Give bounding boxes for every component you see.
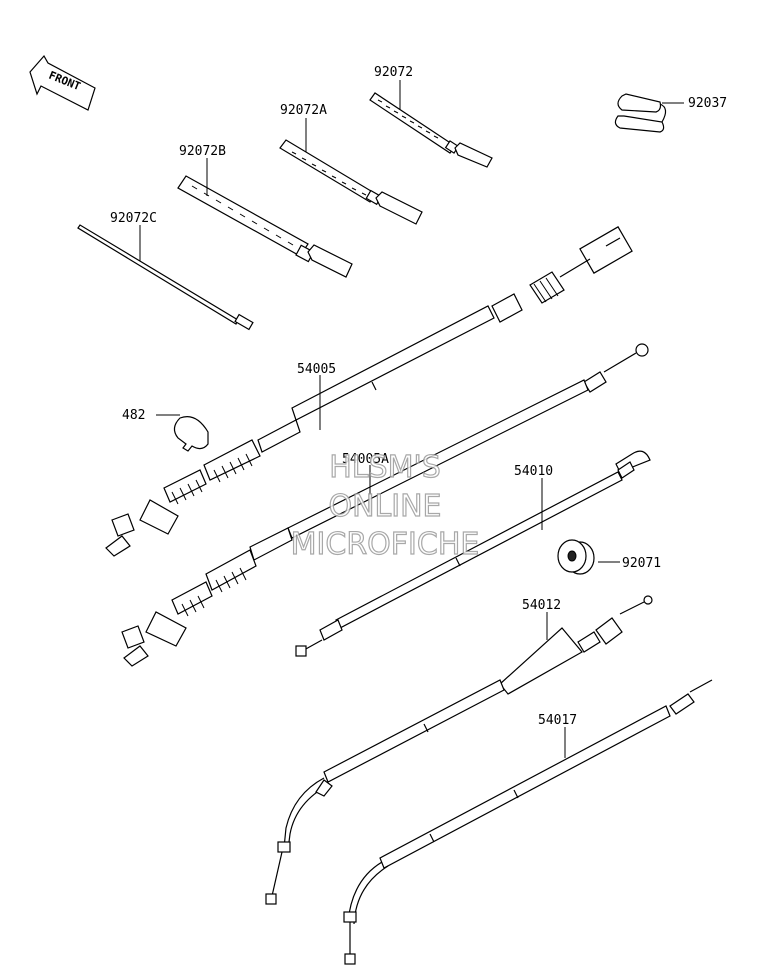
callout-92071: 92071 [622, 556, 661, 571]
cable-54005A[interactable] [121, 343, 649, 667]
callout-482: 482 [122, 408, 145, 423]
grommet-92071[interactable] [557, 539, 595, 575]
watermark-line-3: MICROFICHE [291, 527, 480, 562]
cable-54005[interactable] [105, 226, 633, 557]
callout-54012: 54012 [522, 598, 561, 613]
front-arrow-icon: FRONT [29, 54, 96, 111]
callout-92072B: 92072B [179, 144, 226, 159]
clip-482[interactable] [173, 416, 209, 452]
watermark-line-1: HLSM'S [329, 450, 441, 485]
callout-54010: 54010 [514, 464, 553, 479]
band-92072B[interactable] [177, 175, 353, 278]
callout-54017: 54017 [538, 713, 577, 728]
tie-92072C[interactable] [77, 224, 254, 331]
callout-92037: 92037 [688, 96, 727, 111]
callout-92072C: 92072C [110, 211, 157, 226]
cable-54017[interactable] [343, 679, 713, 965]
band-92072A[interactable] [279, 139, 423, 225]
callout-labels: 92072 92072A 92072B 92072C 92037 54005 4… [110, 65, 727, 728]
cable-54012[interactable] [265, 595, 653, 905]
callout-54005A: 54005A [342, 452, 389, 467]
callout-54005: 54005 [297, 362, 336, 377]
callout-92072: 92072 [374, 65, 413, 80]
cable-54010[interactable] [295, 450, 651, 657]
callout-92072A: 92072A [280, 103, 327, 118]
clamp-92037[interactable] [614, 93, 667, 133]
watermark: HLSM'S ONLINE MICROFICHE [290, 449, 480, 562]
band-92072[interactable] [369, 92, 493, 168]
watermark-line-2: ONLINE [328, 489, 441, 524]
leader-lines [139, 80, 684, 758]
